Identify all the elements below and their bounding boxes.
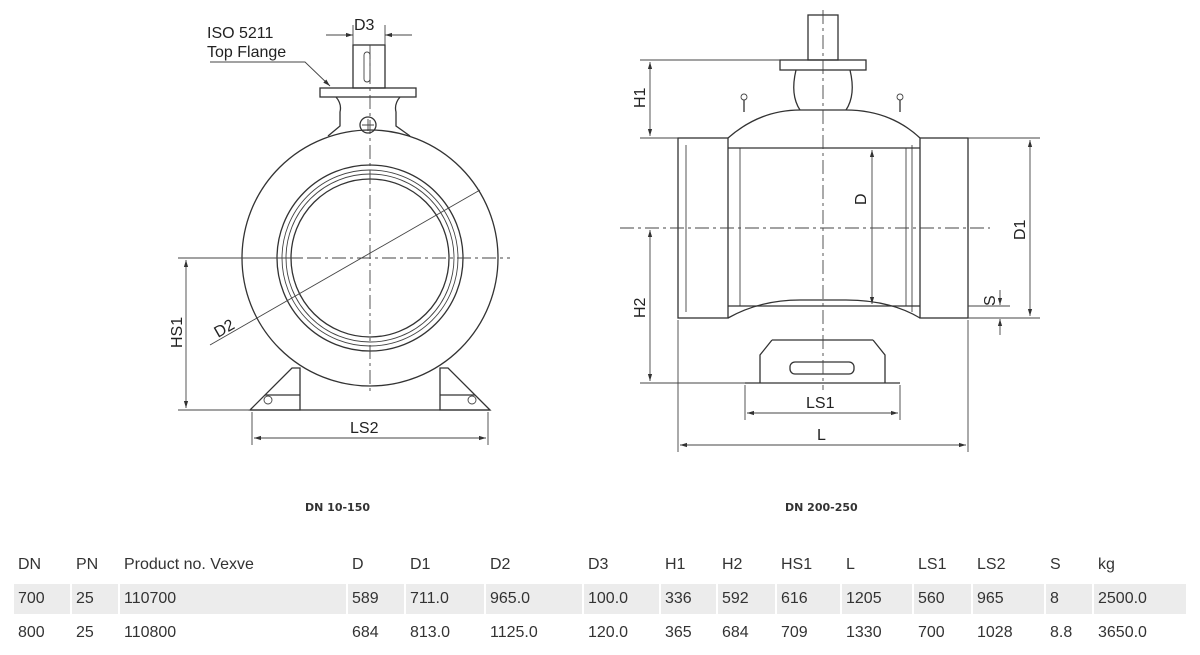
- table-cell: 2500.0: [1094, 584, 1186, 614]
- table-cell: 700: [918, 624, 945, 641]
- table-cell: 592: [718, 584, 775, 614]
- column-header: HS1: [781, 556, 813, 573]
- table-row: 800 25 110800 684 813.0 1125.0 120.0 365 684 709 1…: [0, 616, 1200, 650]
- technical-drawing: D3 ISO 5211 Top Flange D2 HS1 LS2 DN 10-…: [169, 10, 1040, 514]
- table-cell: 365: [665, 624, 692, 641]
- column-header: DN: [18, 556, 42, 573]
- table-cell: 589: [348, 584, 404, 614]
- label-s: S: [982, 295, 999, 306]
- table-cell: 965.0: [486, 584, 582, 614]
- table-cell: 684: [352, 624, 379, 641]
- table-cell: 560: [914, 584, 971, 614]
- table-cell: 110800: [124, 624, 177, 641]
- column-header: PN: [76, 556, 99, 573]
- dimension-table: DN PN Product no. Vexve D D1 D2 D3 H1 H2 HS1 L LS1 L…: [0, 548, 1200, 650]
- table-cell: 100.0: [584, 584, 659, 614]
- table-cell: 711.0: [406, 584, 484, 614]
- label-d3: D3: [354, 17, 375, 34]
- column-header: LS1: [918, 556, 947, 573]
- label-ls2: LS2: [350, 420, 379, 437]
- table-cell: 8.8: [1050, 624, 1073, 641]
- table-cell: 700: [14, 584, 70, 614]
- column-header: D2: [490, 556, 511, 573]
- column-header: H1: [665, 556, 686, 573]
- column-header: kg: [1098, 556, 1115, 573]
- label-h1: H1: [632, 87, 649, 108]
- column-header: D: [352, 556, 364, 573]
- table-cell: 3650.0: [1098, 624, 1147, 641]
- column-header: H2: [722, 556, 743, 573]
- label-iso-5211: ISO 5211: [207, 25, 274, 42]
- label-h2: H2: [632, 297, 649, 318]
- table-cell: 8: [1046, 584, 1092, 614]
- label-d1: D1: [1012, 219, 1029, 240]
- column-header: L: [846, 556, 855, 573]
- label-ls1: LS1: [806, 395, 835, 412]
- side-view-drawing: H1 H2 D D1 S LS1 L DN 200-250: [620, 10, 1040, 514]
- table-cell: 120.0: [588, 624, 629, 641]
- label-d: D: [853, 193, 870, 205]
- table-cell: 110700: [120, 584, 346, 614]
- table-cell: 1330: [846, 624, 882, 641]
- column-header: D1: [410, 556, 431, 573]
- table-cell: 1028: [977, 624, 1013, 641]
- table-cell: 965: [973, 584, 1044, 614]
- table-cell: 684: [722, 624, 749, 641]
- column-header: D3: [588, 556, 609, 573]
- label-top-flange: Top Flange: [207, 44, 286, 61]
- table-cell: 813.0: [410, 624, 451, 641]
- column-header: Product no. Vexve: [124, 556, 254, 573]
- table-cell: 25: [72, 584, 118, 614]
- label-hs1: HS1: [169, 317, 186, 348]
- label-l: L: [817, 427, 826, 444]
- column-header: LS2: [977, 556, 1006, 573]
- table-cell: 336: [661, 584, 716, 614]
- table-header-row: DN PN Product no. Vexve D D1 D2 D3 H1 H2 HS1 L LS1 L…: [0, 548, 1200, 582]
- table-cell: 616: [777, 584, 840, 614]
- label-d2: D2: [212, 316, 238, 341]
- table-cell: 1205: [842, 584, 912, 614]
- table-cell: 800: [18, 624, 45, 641]
- caption-dn-10-150: DN 10-150: [305, 501, 370, 514]
- table-cell: 25: [76, 624, 94, 641]
- front-view-drawing: D3 ISO 5211 Top Flange D2 HS1 LS2 DN 10-…: [169, 17, 510, 514]
- column-header: S: [1050, 556, 1061, 573]
- caption-dn-200-250: DN 200-250: [785, 501, 858, 514]
- table-cell: 709: [781, 624, 808, 641]
- table-cell: 1125.0: [490, 624, 538, 641]
